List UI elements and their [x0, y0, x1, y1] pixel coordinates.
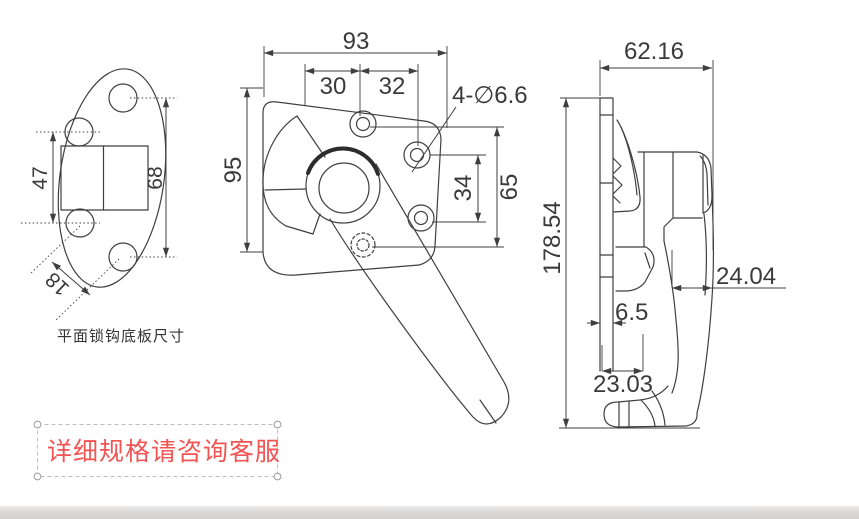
cam-wing: [262, 115, 314, 235]
dim-34: 34: [450, 175, 477, 202]
dim-hole-callout: 4-∅6.6: [452, 82, 528, 109]
side-cam-wing-inner: [620, 126, 638, 196]
side-foot-seams: [618, 390, 666, 428]
dim-95: 95: [220, 157, 247, 184]
dim-93: 93: [343, 28, 370, 55]
dim-178-54: 178.54: [539, 201, 566, 274]
base-plate-slot: [60, 145, 149, 211]
side-plate-seams: [599, 114, 614, 278]
selection-handle-icon[interactable]: [273, 420, 282, 429]
page-bottom-divider: [0, 506, 859, 519]
dim-47: 47: [29, 166, 52, 189]
side-foot: [603, 385, 698, 428]
notice-box[interactable]: 详细规格请咨询客服: [33, 420, 282, 481]
front-view: 93 30 32 95 34 65 4-∅6.6: [220, 28, 528, 425]
notice-selection-border: [37, 424, 278, 477]
base-plate-hole: [108, 83, 138, 113]
base-plate-hole: [65, 208, 95, 238]
technical-drawing: 47 68 18 平面锁钩底板尺寸: [21, 28, 786, 481]
selection-handle-icon[interactable]: [273, 472, 282, 481]
side-latch-detail: [612, 157, 623, 204]
dim-23-03: 23.03: [593, 371, 653, 398]
dim-68: 68: [144, 166, 167, 189]
side-plate-slab: [599, 97, 614, 372]
dim-24-04: 24.04: [716, 263, 776, 290]
side-grip-face: [703, 213, 707, 296]
selection-handle-icon[interactable]: [33, 472, 42, 481]
dim-32: 32: [379, 73, 406, 100]
handle-boss-inner: [318, 162, 370, 214]
front-plate-holes: [349, 110, 435, 258]
front-plate-outline: [262, 101, 442, 276]
base-plate-view: 47 68 18 平面锁钩底板尺寸: [21, 68, 185, 345]
handle-lever: [329, 163, 510, 425]
side-lug: [615, 246, 655, 292]
dim-6-5: 6.5: [615, 299, 648, 326]
handle-tip-seam: [479, 399, 497, 424]
dim-30: 30: [320, 73, 347, 100]
side-grip-inner: [663, 240, 679, 394]
dim-18: 18: [41, 267, 74, 300]
side-view: 62.16 178.54 24.04 6.5 23.03: [539, 38, 786, 429]
selection-handle-icon[interactable]: [33, 420, 42, 429]
base-plate-hole: [108, 242, 138, 272]
dim-62-16: 62.16: [624, 38, 684, 65]
notice-text: 详细规格请咨询客服: [47, 438, 281, 466]
cam-wing-edges: [264, 115, 326, 235]
side-hub-outline: [637, 151, 713, 214]
side-cam-wing: [612, 119, 641, 213]
dim-65: 65: [496, 174, 523, 201]
base-plate-caption: 平面锁钩底板尺寸: [57, 327, 185, 345]
handle-hub-arc: [306, 146, 380, 176]
base-plate-hole: [64, 117, 94, 147]
side-hub-detail: [643, 151, 709, 248]
